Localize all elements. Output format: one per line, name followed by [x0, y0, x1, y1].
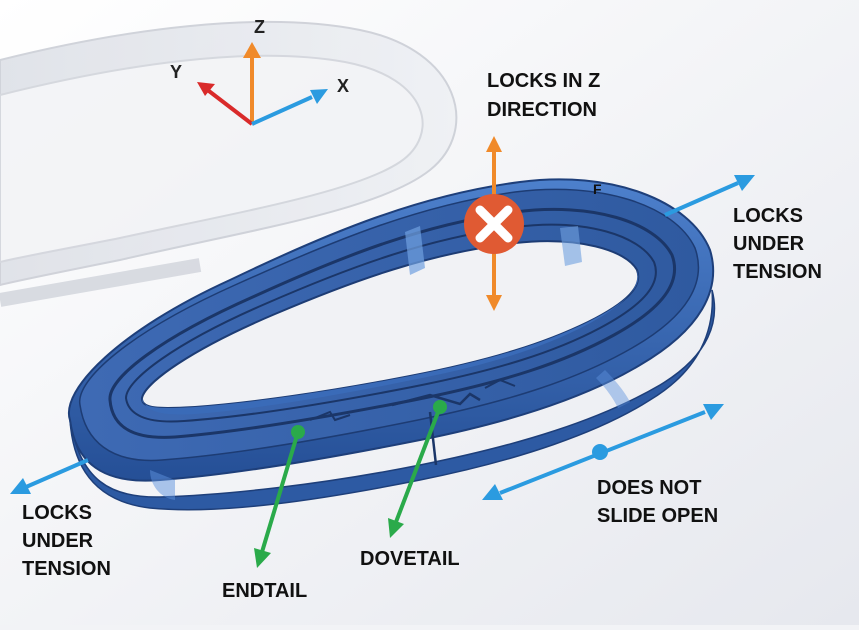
locks-tension-right-line1: LOCKS	[733, 205, 803, 227]
locks-tension-left-line2: UNDER	[22, 530, 94, 552]
z-axis-arrowhead	[243, 42, 261, 58]
x-circle-icon	[464, 194, 524, 254]
dovetail-callout	[388, 400, 447, 538]
y-axis-label: Y	[170, 62, 182, 82]
locks-tension-right-line3: TENSION	[733, 261, 822, 283]
locks-tension-left-line3: TENSION	[22, 558, 111, 580]
z-lock-indicator	[464, 136, 524, 311]
dovetail-label: DOVETAIL	[360, 548, 460, 570]
ghost-part	[0, 20, 458, 307]
x-axis-line	[251, 95, 313, 126]
locks-z-label-line1: LOCKS IN Z	[487, 70, 600, 92]
endtail-callout	[254, 425, 305, 568]
z-axis-label: Z	[254, 17, 265, 37]
locks-tension-right-line2: UNDER	[733, 233, 805, 255]
x-axis-arrowhead	[310, 89, 328, 104]
left-tension-arrow	[10, 458, 89, 494]
face-marker: F	[593, 181, 602, 197]
z-lock-down-arrowhead	[486, 295, 502, 311]
locks-z-label-line2: DIRECTION	[487, 99, 597, 121]
ring-part	[67, 178, 716, 511]
does-not-slide-line2: SLIDE OPEN	[597, 505, 718, 527]
x-axis-label: X	[337, 76, 349, 96]
axis-triad: Z Y X	[170, 17, 349, 126]
right-tension-arrow	[664, 175, 755, 217]
locks-tension-left-line1: LOCKS	[22, 502, 92, 524]
slide-arrow	[482, 404, 724, 500]
y-axis-line	[203, 86, 254, 126]
y-axis-arrowhead	[197, 82, 215, 96]
endtail-label: ENDTAIL	[222, 580, 307, 602]
z-lock-up-arrowhead	[486, 136, 502, 152]
does-not-slide-line1: DOES NOT	[597, 477, 701, 499]
